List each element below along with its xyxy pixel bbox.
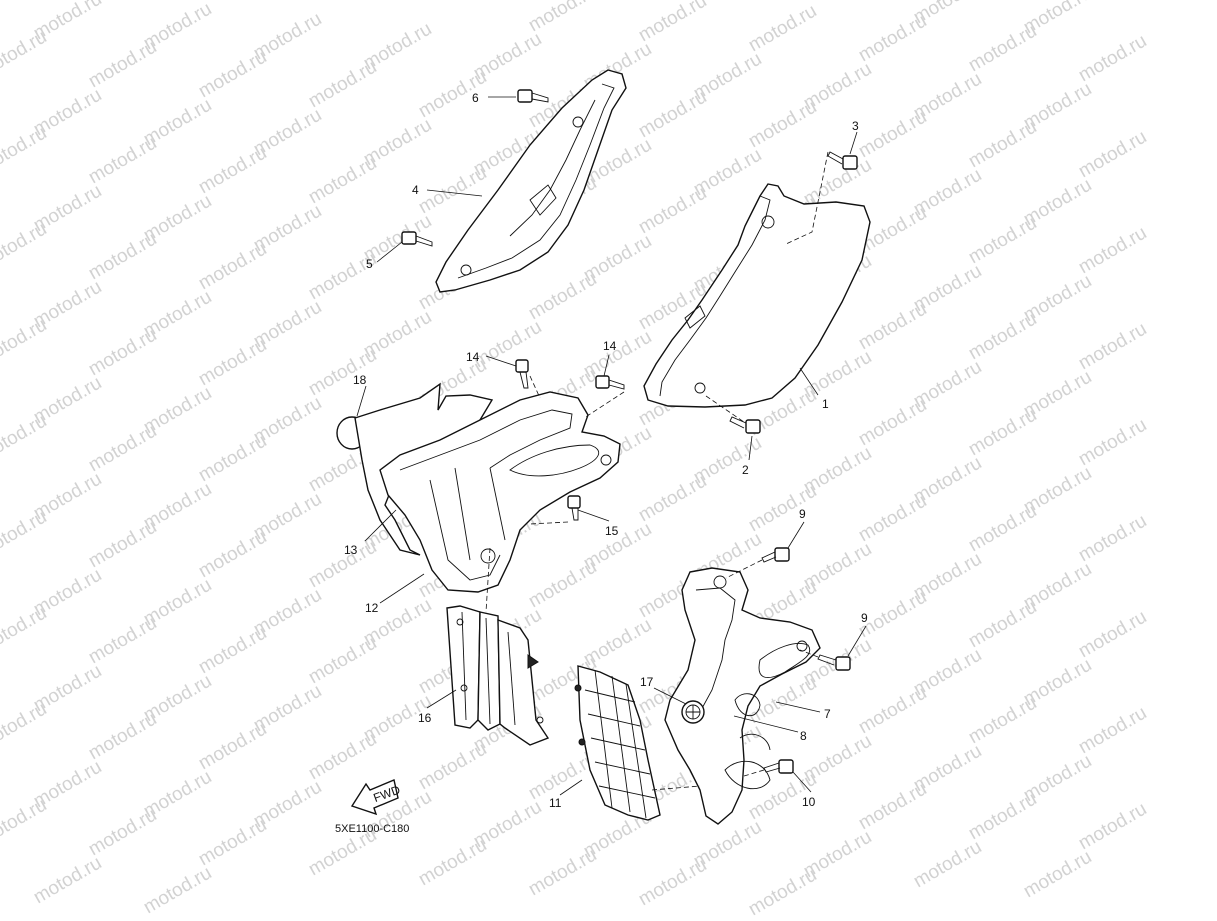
callout-13: 13 — [344, 543, 358, 557]
callout-11: 11 — [549, 796, 562, 810]
part-5-bolt[interactable] — [401, 231, 433, 247]
part-2-bolt[interactable] — [729, 416, 761, 434]
part-11-mesh[interactable] — [574, 665, 661, 821]
part-14-bolt-b[interactable] — [595, 375, 625, 390]
callout-17: 17 — [640, 675, 654, 689]
part-15-bolt[interactable] — [567, 495, 581, 521]
callout-5: 5 — [366, 257, 373, 271]
part-16-louver[interactable] — [446, 605, 550, 746]
callout-16: 16 — [418, 711, 432, 725]
callout-8: 8 — [800, 729, 807, 743]
callout-14a: 14 — [466, 350, 480, 364]
part-3-bolt[interactable] — [827, 151, 858, 170]
callout-4: 4 — [412, 183, 419, 197]
part-17-emblem[interactable] — [681, 700, 705, 724]
leader-lines — [356, 96, 867, 796]
callout-labels: 6 4 5 3 1 2 14 14 18 13 12 15 16 9 9 17 … — [335, 91, 868, 835]
callout-18: 18 — [353, 373, 367, 387]
part-4-side-cover-upper[interactable] — [435, 69, 627, 293]
callout-10: 10 — [802, 795, 816, 809]
part-6-bolt[interactable] — [517, 89, 549, 103]
callout-15: 15 — [605, 524, 619, 538]
fwd-arrow-icon: FWD — [350, 779, 402, 816]
callout-9b: 9 — [861, 611, 868, 625]
part-14-bolt-a[interactable] — [515, 359, 529, 389]
part-1-side-panel[interactable] — [643, 183, 871, 408]
callout-1: 1 — [822, 397, 829, 411]
part-7-shroud[interactable] — [664, 567, 821, 825]
callout-12: 12 — [365, 601, 379, 615]
part-10-bolt[interactable] — [763, 759, 794, 774]
part-9-bolt-a[interactable] — [761, 547, 790, 563]
part-9-bolt-b[interactable] — [817, 654, 851, 671]
callout-3: 3 — [852, 119, 859, 133]
diagram-code: 5XE1100-C180 — [335, 823, 409, 835]
callout-9a: 9 — [799, 507, 806, 521]
callout-2: 2 — [742, 463, 749, 477]
part-12-radiator-cover[interactable] — [379, 391, 621, 593]
callout-7: 7 — [824, 707, 831, 721]
callout-14b: 14 — [603, 339, 617, 353]
callout-6: 6 — [472, 91, 479, 105]
